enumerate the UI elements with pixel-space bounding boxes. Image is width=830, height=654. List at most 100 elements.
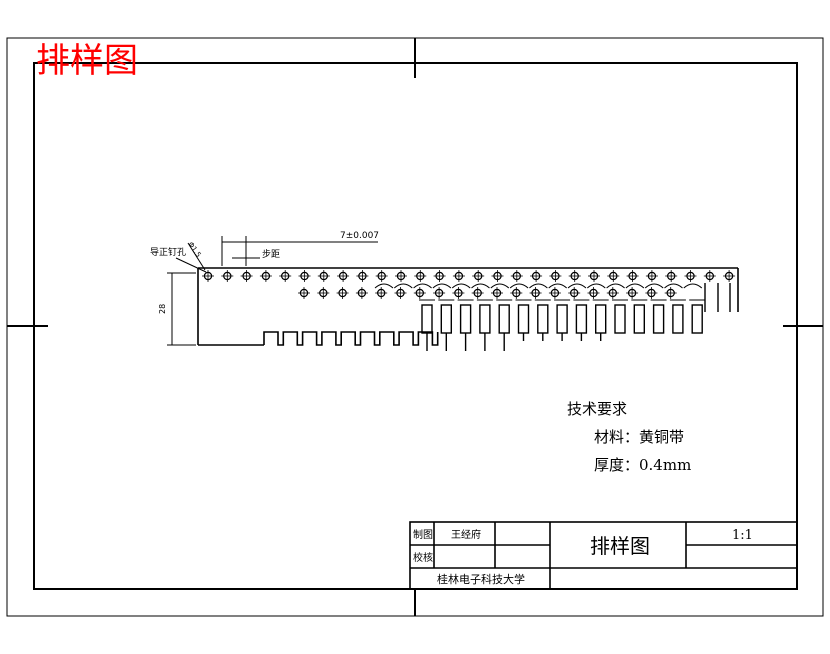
title-block [409,521,798,590]
pilot-hole-size: Φ1.5 [186,241,202,259]
pilot-hole [510,270,523,282]
pilot-hole [356,270,369,282]
pilot-hole [259,270,272,282]
pilot-hole [452,270,465,282]
terminal-body [421,304,433,334]
terminal-body [498,304,510,334]
pilot-hole [414,270,427,282]
forming-arc [490,283,510,289]
forming-arc [432,283,452,289]
pilot-hole [317,270,330,282]
pilot-holes [202,270,736,282]
punch-hole [452,287,465,299]
pilot-hole [472,270,485,282]
requirements-heading: 技术要求 [567,400,627,418]
drawn-label: 制图 [413,528,433,541]
pilot-hole [607,270,620,282]
punch-hole [626,287,639,299]
pilot-hole [279,270,292,282]
terminal-body [633,304,645,334]
school-name: 桂林电子科技大学 [437,572,525,586]
terminal-body [672,304,684,334]
punch-holes [298,287,677,299]
pilot-hole [684,270,697,282]
pilot-hole [221,270,234,282]
end-tabs [704,283,731,312]
pilot-hole [298,270,311,282]
forming-arc [567,283,587,289]
forming-arc [509,283,529,289]
tolerance-label: 7±0.007 [340,231,379,241]
punch-hole [529,287,542,299]
centering-marks [7,38,823,616]
terminal-body [459,304,472,334]
terminal-body [614,304,626,334]
forming-arc [548,283,568,289]
pilot-hole [375,270,388,282]
pilot-hole [645,270,658,282]
terminal-body [556,304,568,334]
forming-arc [606,283,625,289]
pilot-hole [626,270,639,282]
pilot-hole [337,270,350,282]
terminal-body [575,304,588,334]
terminal-body [479,304,491,334]
terminal-body [652,304,665,334]
drawing-name: 排样图 [590,534,650,558]
forming-arc [683,283,703,289]
punch-hole [510,287,523,299]
dimension-lines [167,236,378,346]
punch-hole [587,287,600,299]
pilot-hole [395,270,407,282]
punch-hole [394,287,407,299]
pilot-hole [202,270,214,282]
forming-arc [625,283,645,289]
pilot-hole [665,270,678,282]
pilot-hole [703,270,716,282]
punch-hole [375,287,388,299]
forming-arc [644,283,664,289]
pitch-label: 步距 [262,249,280,260]
requirements-material: 材料：黄铜带 [594,428,684,446]
header-title: 排样图 [36,41,138,81]
punch-hole [645,287,658,299]
pilot-hole [530,270,543,282]
check-label: 校核 [413,551,433,564]
pilot-hole [240,270,253,282]
forming-arc [586,283,606,289]
punch-hole [433,287,446,299]
pilot-hole [549,270,562,282]
punch-hole [606,287,619,299]
punch-hole [568,287,581,299]
forming-arc [413,283,432,289]
forming-arc [393,283,413,289]
height-label: 28 [158,304,167,314]
punch-hole [664,287,677,299]
punch-hole [471,287,484,299]
pilot-hole [491,270,504,282]
pilot-hole [568,270,581,282]
forming-arc [451,283,471,289]
pilot-hole-label: 导正钉孔 [150,247,186,258]
pilot-hole [723,270,736,282]
punch-hole [298,287,310,299]
forming-arc [664,283,683,289]
punch-hole [413,287,426,299]
terminal-body [595,304,607,334]
terminal-body [537,304,549,334]
terminal-body [440,304,452,334]
punch-hole [336,287,349,299]
comb-teeth [263,331,439,346]
punch-hole [355,287,368,299]
terminal-body [517,304,530,334]
forming-arc [374,283,394,289]
forming-arc [471,283,490,289]
pilot-hole [588,270,600,282]
forming-arc [529,283,548,289]
requirements-thickness: 厚度：0.4mm [594,456,691,474]
punch-hole [548,287,561,299]
strip-outline [197,267,739,346]
punch-hole [317,287,330,299]
comb-profile [263,331,439,346]
